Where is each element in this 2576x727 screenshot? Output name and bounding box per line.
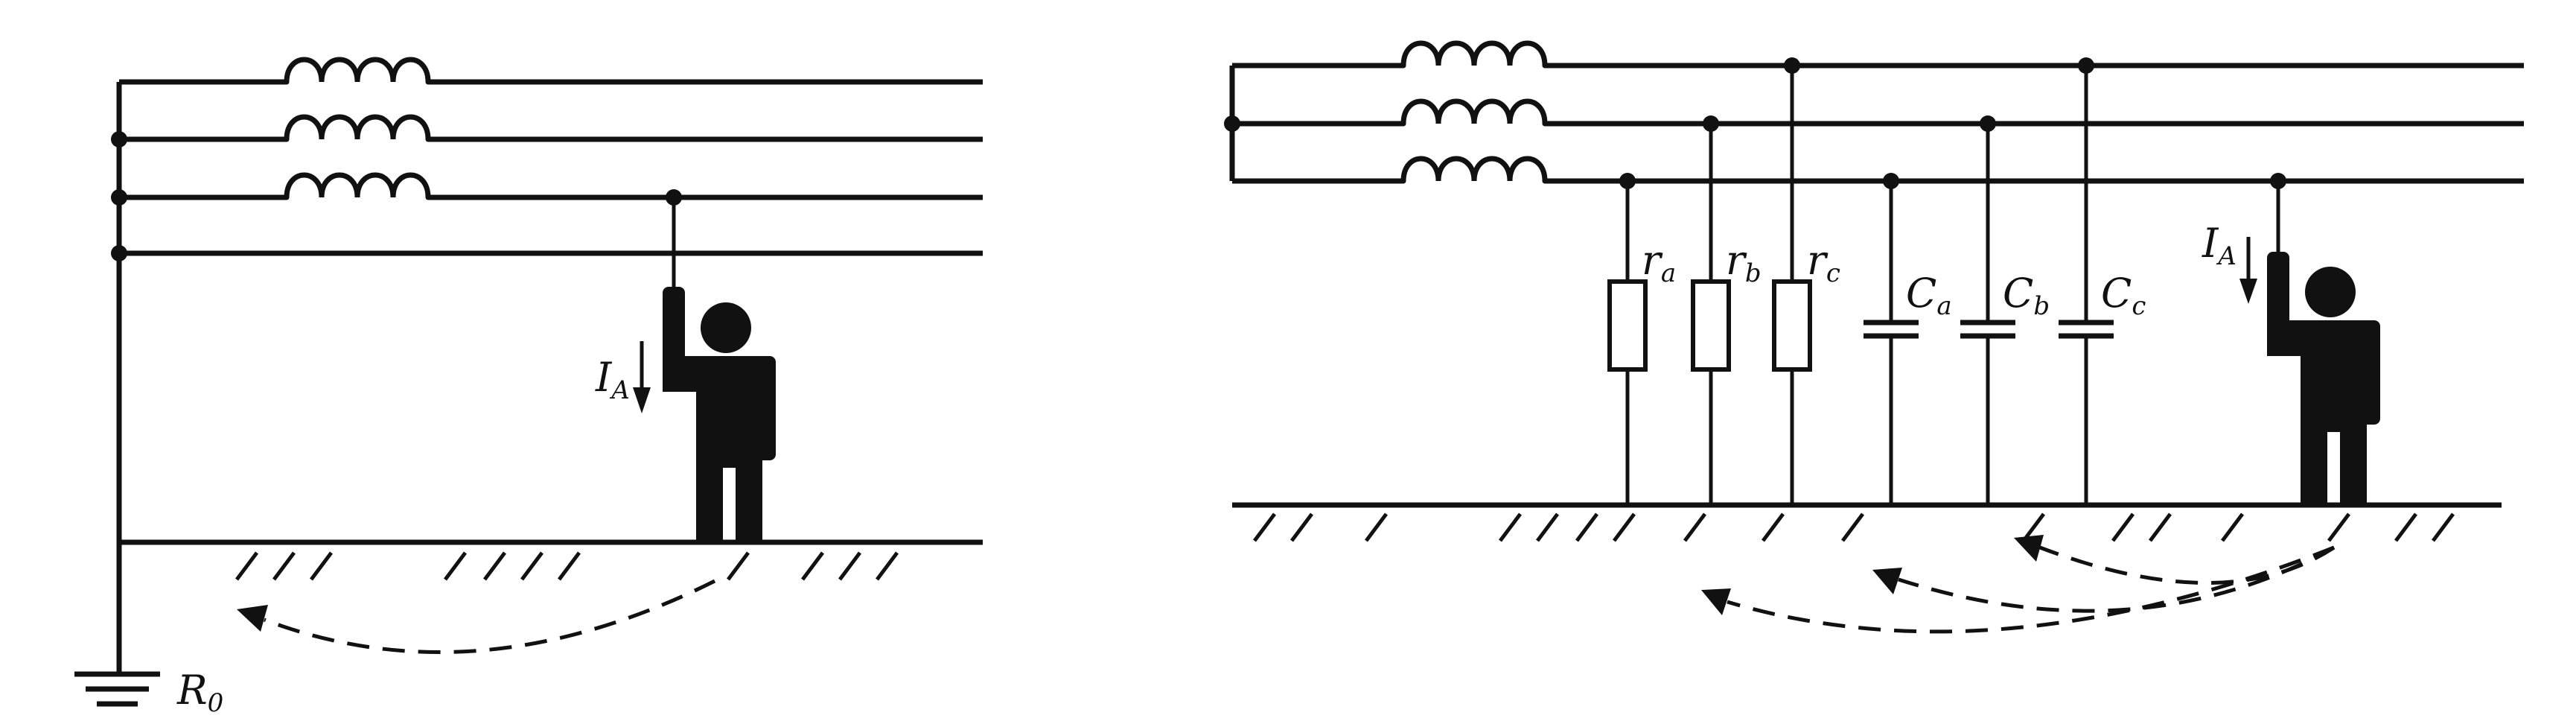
resistor-rb: rb: [1691, 124, 1762, 505]
capacitor-cb: Cb: [1960, 124, 2050, 505]
left-return-current-path: [237, 579, 716, 654]
left-earth: [119, 539, 983, 581]
capacitor-icon: [2059, 320, 2114, 339]
return-path-capacitive-1: [1898, 545, 2336, 613]
left-transformer-coils: [284, 57, 431, 200]
junction-dot: [1224, 115, 1240, 132]
capacitor-label-ca: Ca: [1906, 270, 1952, 321]
person-icon: [2267, 252, 2380, 505]
resistor-icon: [1691, 279, 1731, 372]
coil-icon: [284, 172, 431, 200]
coil-icon: [284, 114, 431, 142]
arrow-head-icon: [237, 605, 268, 632]
person-icon: [663, 287, 776, 542]
return-path-capacitive-2: [2039, 545, 2336, 585]
coil-icon: [1400, 40, 1548, 69]
right-earth: [1232, 502, 2502, 542]
resistor-icon: [1607, 279, 1648, 372]
coil-icon: [1400, 156, 1548, 184]
left-current-label: IA: [595, 354, 630, 405]
right-transformer-coils: [1400, 40, 1548, 184]
capacitor-ca: Ca: [1864, 181, 1952, 505]
right-phase-lines: [1229, 63, 2524, 184]
junction-dot: [111, 189, 127, 206]
right-return-current-paths: [1701, 535, 2336, 634]
resistor-label-ra: ra: [1642, 237, 1676, 288]
left-diagram: R0: [74, 57, 983, 718]
capacitor-icon: [1960, 320, 2015, 339]
return-path-resistive: [1727, 545, 2335, 634]
capacitor-cc: Cc: [2059, 66, 2146, 505]
arrow-head-icon: [1701, 588, 1731, 615]
current-arrow-icon: [2239, 237, 2257, 304]
right-current-label: IA: [2202, 220, 2237, 271]
capacitor-label-cb: Cb: [2003, 270, 2050, 321]
junction-dot: [111, 131, 127, 147]
arrow-head-icon: [1872, 568, 1902, 594]
left-phase-lines: [116, 79, 983, 674]
junction-dot: [111, 245, 127, 261]
capacitor-label-cc: Cc: [2101, 270, 2146, 321]
resistor-icon: [1772, 279, 1812, 372]
coil-icon: [1400, 98, 1548, 127]
resistor-label-rb: rb: [1726, 237, 1762, 288]
capacitor-icon: [1864, 320, 1919, 339]
arrow-head-icon: [2014, 535, 2044, 562]
resistor-label-rc: rc: [1807, 237, 1840, 288]
ground-resistance-label: R0: [176, 667, 223, 718]
current-arrow-icon: [633, 341, 651, 413]
coil-icon: [284, 57, 431, 85]
right-diagram: ra rb rc C: [1224, 40, 2524, 634]
resistor-rc: rc: [1772, 66, 1840, 505]
ground-icon: [74, 671, 160, 707]
resistor-ra: ra: [1607, 181, 1676, 505]
